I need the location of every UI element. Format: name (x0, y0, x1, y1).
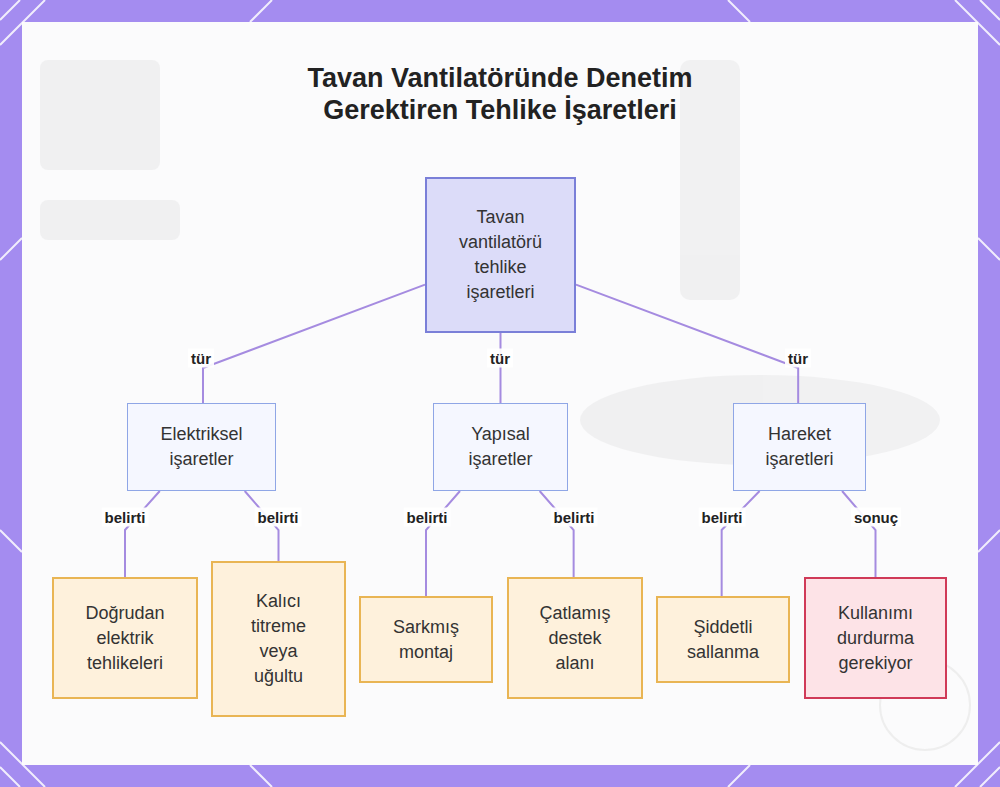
edge-label: belirti (699, 508, 746, 527)
edge-label: belirti (255, 508, 302, 527)
node-text: Elektriksel işaretler (148, 422, 255, 472)
outcome-box: Kullanımı durdurma gerekiyor (804, 577, 947, 699)
category-box: Yapısal işaretler (433, 403, 568, 491)
node-text: Kullanımı durdurma gerekiyor (820, 601, 931, 676)
category-box: Elektriksel işaretler (127, 403, 276, 491)
symptom-box: Çatlamış destek alanı (507, 577, 643, 699)
node-text: Doğrudan elektrik tehlikeleri (70, 601, 180, 676)
node-text: Yapısal işaretler (452, 422, 549, 472)
edge-label: tür (188, 349, 214, 368)
inner-panel (22, 22, 978, 765)
node-text: Şiddetli sallanma (672, 615, 774, 665)
symptom-box: Sarkmış montaj (359, 596, 493, 683)
connector-line (540, 491, 574, 577)
edge-label: tür (785, 349, 811, 368)
node-text: Tavan vantilatörü tehlike işaretleri (447, 205, 554, 305)
connector-line (500, 333, 502, 403)
connector-line (576, 285, 798, 403)
diagram-title: Tavan Vantilatöründe Denetim Gerektiren … (265, 62, 735, 126)
root-box: Tavan vantilatörü tehlike işaretleri (425, 177, 576, 333)
connector-line (203, 285, 425, 403)
node-text: Hareket işaretleri (752, 422, 847, 472)
node-text: Çatlamış destek alanı (527, 601, 623, 676)
node-text: Kalıcı titreme veya uğultu (239, 589, 318, 689)
node-text: Sarkmış montaj (377, 615, 475, 665)
edge-label: belirti (551, 508, 598, 527)
category-box: Hareket işaretleri (733, 403, 866, 491)
symptom-box: Kalıcı titreme veya uğultu (211, 561, 346, 717)
edge-label: belirti (102, 508, 149, 527)
connector-line (125, 491, 160, 577)
edge-label: belirti (404, 508, 451, 527)
edge-label: sonuç (851, 508, 901, 527)
connector-line (842, 491, 875, 577)
symptom-box: Doğrudan elektrik tehlikeleri (52, 577, 198, 699)
symptom-box: Şiddetli sallanma (656, 596, 790, 683)
edge-label: tür (487, 349, 513, 368)
